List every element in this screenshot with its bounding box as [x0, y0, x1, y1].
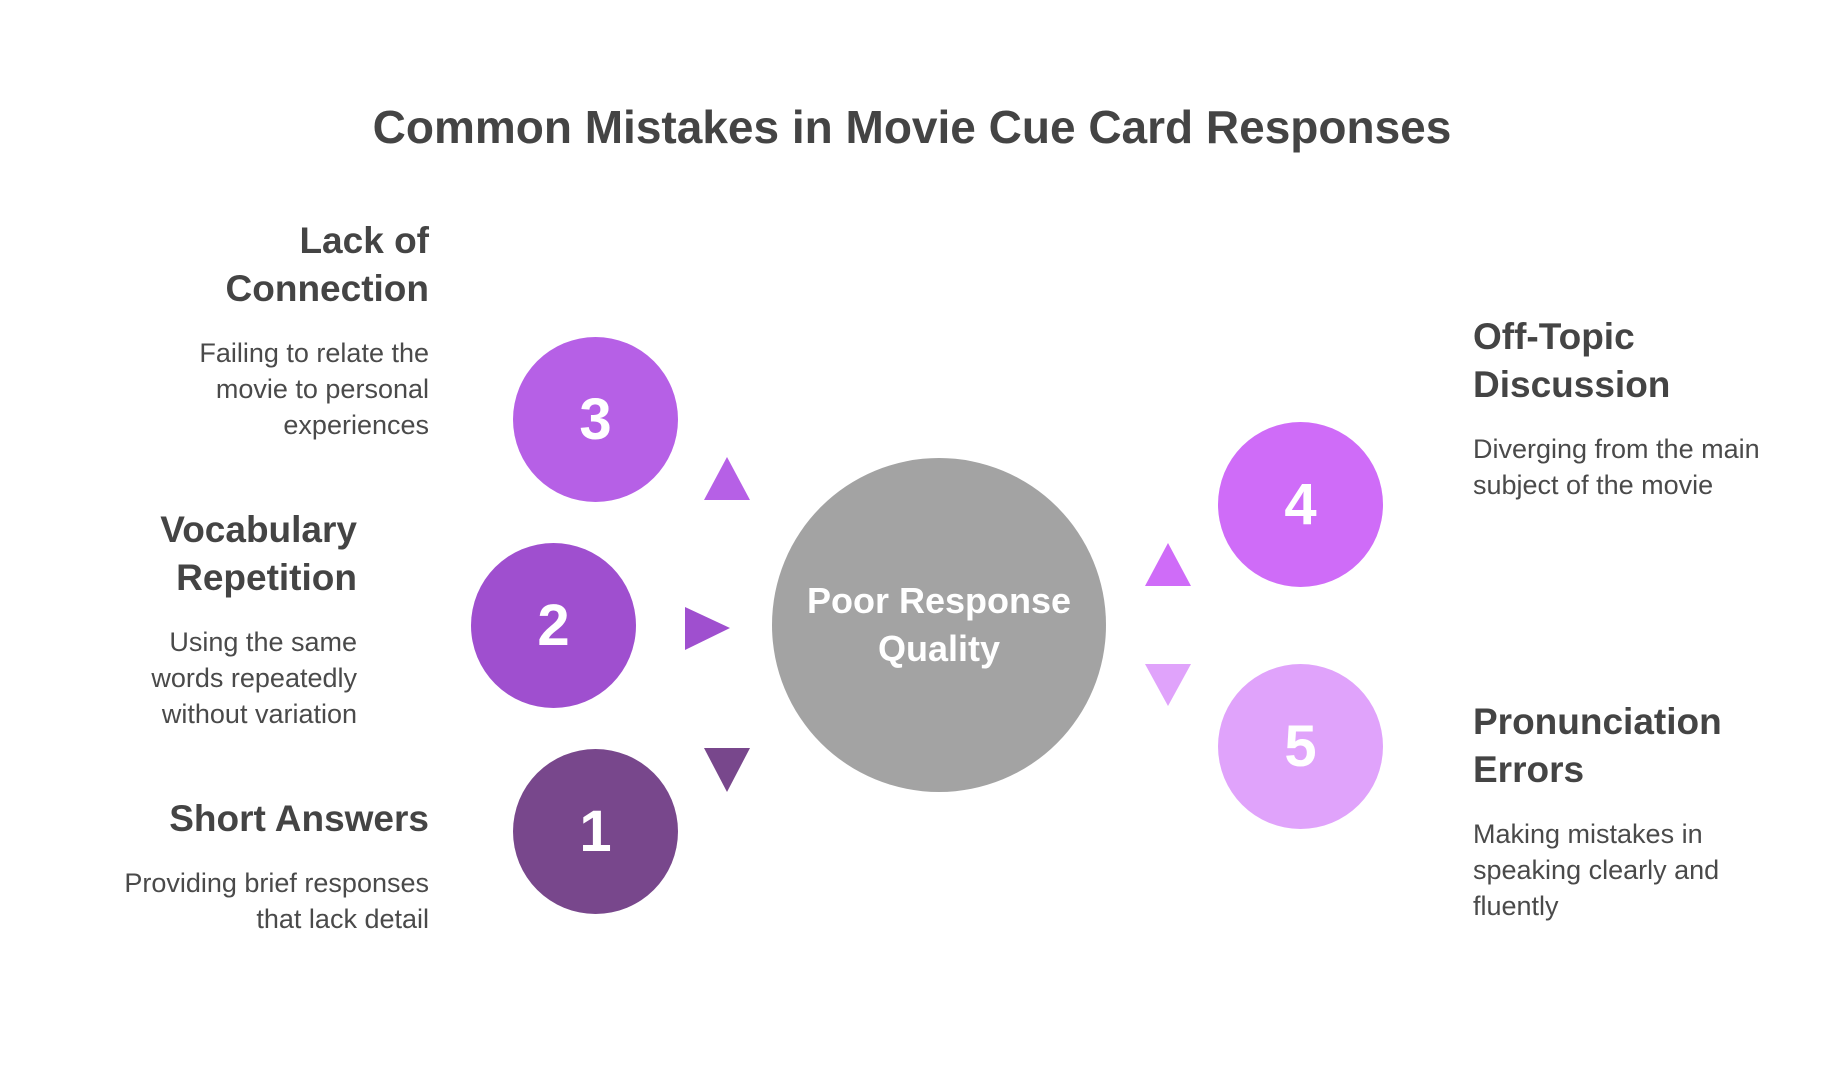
step-number-5: 5	[1284, 714, 1317, 779]
step-number-1: 1	[579, 799, 612, 864]
item-description: Failing to relate the movie to personal …	[199, 338, 429, 440]
item-heading: Short Answers	[169, 798, 429, 839]
item-short-answers: Short Answers Providing brief responses …	[109, 795, 429, 937]
arrow-3	[704, 457, 750, 500]
step-number-4: 4	[1284, 472, 1317, 537]
item-heading: Pronunciation Errors	[1473, 701, 1722, 790]
item-off-topic-discussion: Off-Topic Discussion Diverging from the …	[1473, 313, 1763, 503]
step-number-2: 2	[537, 593, 570, 658]
center-label: Poor Response Quality	[806, 580, 1072, 669]
step-circle-4: 4	[1218, 422, 1383, 587]
item-pronunciation-errors: Pronunciation Errors Making mistakes in …	[1473, 698, 1773, 924]
step-circle-3: 3	[513, 337, 678, 502]
item-description: Using the same words repeatedly without …	[151, 627, 357, 729]
item-heading: Lack of Connection	[225, 220, 429, 309]
item-description: Making mistakes in speaking clearly and …	[1473, 819, 1720, 921]
diagram-title: Common Mistakes in Movie Cue Card Respon…	[372, 101, 1452, 153]
arrow-1	[704, 748, 750, 792]
step-number-3: 3	[579, 387, 612, 452]
step-circle-1: 1	[513, 749, 678, 914]
arrow-4	[1145, 543, 1191, 586]
step-circle-2: 2	[471, 543, 636, 708]
item-description: Providing brief responses that lack deta…	[124, 868, 429, 934]
item-heading: Vocabulary Repetition	[160, 509, 357, 598]
center-circle: Poor Response Quality	[772, 458, 1106, 792]
item-description: Diverging from the main subject of the m…	[1473, 434, 1760, 500]
arrow-2	[685, 607, 730, 650]
arrow-5	[1145, 664, 1191, 706]
item-heading: Off-Topic Discussion	[1473, 316, 1671, 405]
item-vocabulary-repetition: Vocabulary Repetition Using the same wor…	[97, 506, 357, 732]
step-circle-5: 5	[1218, 664, 1383, 829]
item-lack-of-connection: Lack of Connection Failing to relate the…	[169, 217, 429, 443]
